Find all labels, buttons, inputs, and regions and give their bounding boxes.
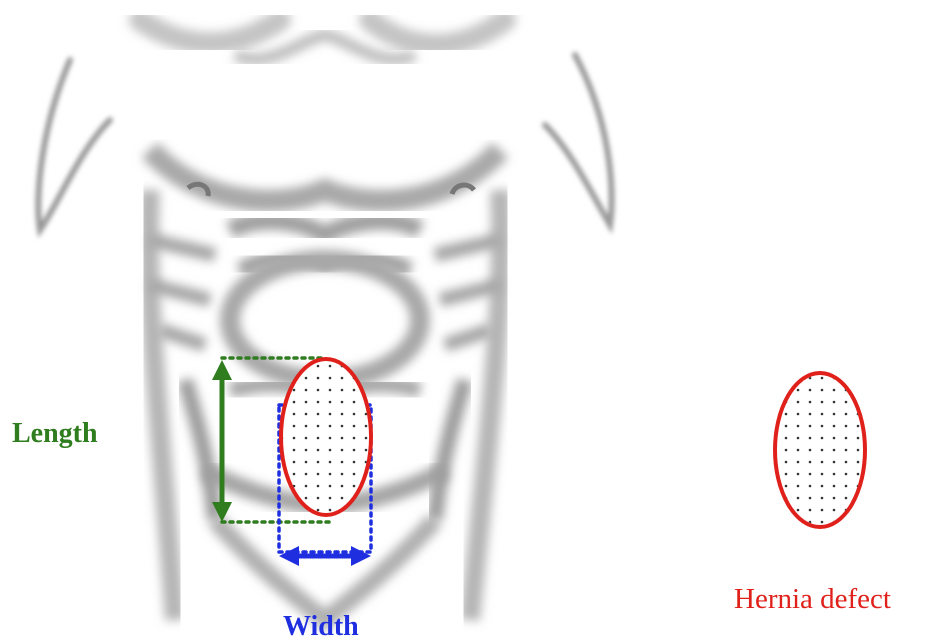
obliques-left [185,380,215,520]
torso-side-right [470,190,501,620]
obliques-right [435,380,465,520]
hernia-defect-label: Hernia defect [734,583,891,616]
hernia-defect-legend-dots [777,375,863,525]
hernia-defect-dots [283,361,369,513]
torso-side-left [149,190,175,620]
length-label: Length [12,418,98,450]
width-label: Width [283,611,359,643]
torso-illustration [38,20,611,620]
torso-outline-right [545,55,612,225]
torso-outline-left [38,60,110,230]
